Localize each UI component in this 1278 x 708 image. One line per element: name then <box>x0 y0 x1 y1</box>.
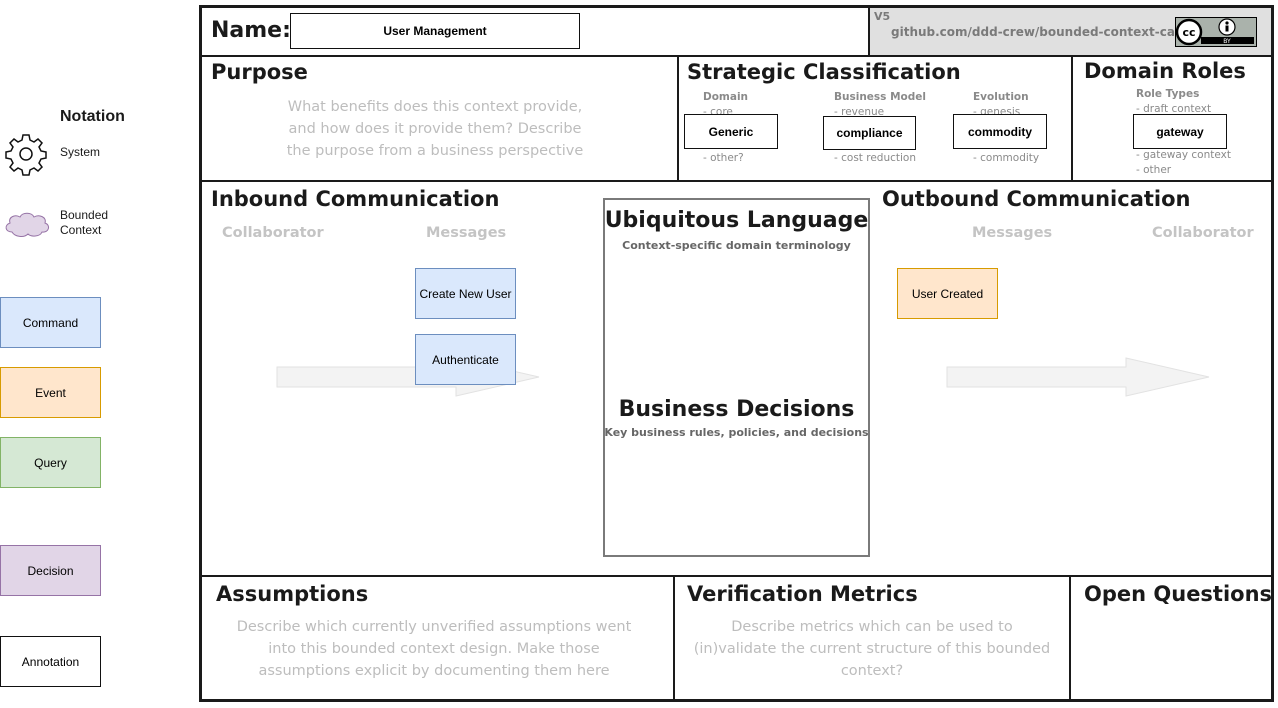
evolution-field[interactable]: commodity <box>953 114 1047 149</box>
inbound-messages-heading: Messages <box>426 225 507 241</box>
svg-text:BY: BY <box>1223 38 1231 45</box>
bounded-context-label: Bounded Context <box>60 208 109 237</box>
business-model-heading: Business Model <box>834 91 926 103</box>
version-label: V5 <box>874 10 891 23</box>
domain-roles-title: Domain Roles <box>1084 59 1246 83</box>
inbound-message[interactable]: Create New User <box>415 268 516 319</box>
evolution-heading: Evolution <box>973 91 1029 103</box>
ubiquitous-subtitle: Context-specific domain terminology <box>622 239 851 252</box>
strategic-title: Strategic Classification <box>687 60 961 84</box>
domain-bottom: - other? <box>703 152 744 164</box>
domain-heading: Domain <box>703 91 749 103</box>
notation-query: Query <box>0 437 101 488</box>
cc-by-icon: BY cc <box>1175 17 1257 47</box>
purpose-title: Purpose <box>211 60 308 84</box>
assumptions-title: Assumptions <box>216 582 369 606</box>
name-label: Name: <box>211 18 291 43</box>
business-model-top: - revenue <box>834 106 885 118</box>
business-model-field[interactable]: compliance <box>823 116 916 150</box>
canvas-frame <box>199 5 1274 702</box>
outbound-messages-heading: Messages <box>972 225 1053 241</box>
inbound-collaborator-heading: Collaborator <box>222 225 324 241</box>
bounded-context-icon <box>5 212 50 237</box>
purpose-hint: What benefits does this context provide,… <box>286 99 584 159</box>
domain-field[interactable]: Generic <box>684 114 778 149</box>
notation-event: Event <box>0 367 101 418</box>
business-model-bottom: - cost reduction <box>834 152 917 164</box>
decisions-subtitle: Key business rules, policies, and decisi… <box>604 426 869 439</box>
outbound-arrow <box>946 357 1210 397</box>
svg-text:cc: cc <box>1182 26 1195 39</box>
domain-role-field[interactable]: gateway <box>1133 114 1227 149</box>
system-label: System <box>60 145 101 159</box>
role-types-bottom2: - other <box>1136 164 1172 176</box>
evolution-bottom: - commodity <box>973 152 1040 164</box>
notation-annotation: Annotation <box>0 636 101 687</box>
role-types-bottom1: - gateway context <box>1136 149 1231 161</box>
language-decisions-panel <box>603 198 870 557</box>
inbound-message[interactable]: Authenticate <box>415 334 516 385</box>
role-types-top: - draft context <box>1136 103 1212 115</box>
decisions-title: Business Decisions <box>618 397 855 422</box>
notation-command: Command <box>0 297 101 348</box>
outbound-title: Outbound Communication <box>882 187 1191 211</box>
metrics-title: Verification Metrics <box>687 582 918 606</box>
notation-decision: Decision <box>0 545 101 596</box>
metrics-hint: Describe metrics which can be used to (i… <box>693 619 1051 679</box>
repo-link[interactable]: github.com/ddd-crew/bounded-context-canv… <box>891 25 1207 39</box>
gear-icon <box>5 134 47 176</box>
outbound-message[interactable]: User Created <box>897 268 998 319</box>
role-types-heading: Role Types <box>1136 88 1200 100</box>
inbound-title: Inbound Communication <box>211 187 500 211</box>
name-field[interactable]: User Management <box>290 13 580 49</box>
assumptions-hint: Describe which currently unverified assu… <box>236 619 632 679</box>
open-questions-title: Open Questions <box>1084 582 1273 606</box>
outbound-collaborator-heading: Collaborator <box>1152 225 1254 241</box>
ubiquitous-title: Ubiquitous Language <box>604 208 869 233</box>
notation-title: Notation <box>60 108 125 125</box>
